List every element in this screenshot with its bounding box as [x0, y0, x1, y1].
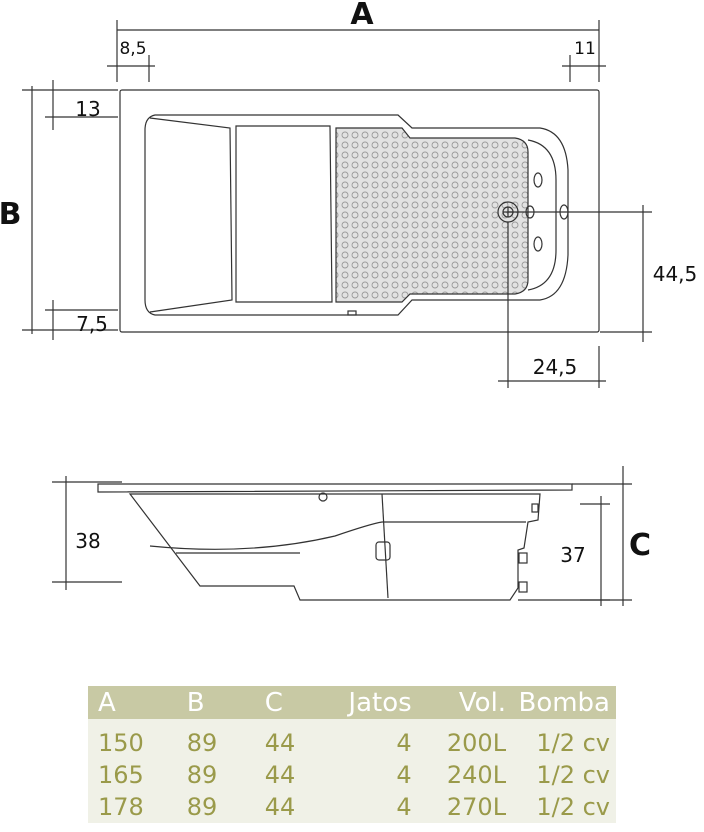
dim-side-left-label: 38 — [75, 529, 100, 553]
header-bomba: Bomba — [506, 686, 616, 719]
side-fitting-rim — [531, 503, 539, 513]
jet-bottom-right — [533, 236, 543, 252]
side-pump — [375, 541, 391, 561]
dim-right-height-label: 44,5 — [653, 262, 698, 286]
cell-a: 165 — [88, 759, 187, 791]
header-a: A — [88, 686, 187, 719]
specs-spacer — [88, 719, 616, 727]
dim-b-label: B — [0, 197, 21, 232]
cell-bomba: 1/2 cv — [506, 727, 616, 759]
cell-c: 44 — [264, 727, 326, 759]
cell-c: 44 — [264, 759, 326, 791]
specs-table: A B C Jatos Vol. Bomba 150 89 44 4 200L … — [88, 686, 616, 823]
dim-left-bottom-label: 7,5 — [76, 312, 108, 336]
cell-b: 89 — [186, 791, 265, 823]
tub-backrest-left — [149, 117, 233, 313]
tub-outer-rim — [119, 89, 600, 333]
table-row: 165 89 44 4 240L 1/2 cv — [88, 759, 616, 791]
cell-vol: 240L — [425, 759, 507, 791]
cell-jatos: 4 — [325, 791, 426, 823]
cell-c: 44 — [264, 791, 326, 823]
side-view — [52, 466, 632, 606]
dim-top-right-label: 11 — [574, 39, 596, 59]
dim-a-label: A — [350, 0, 374, 32]
table-row: 150 89 44 4 200L 1/2 cv — [88, 727, 616, 759]
cell-vol: 270L — [425, 791, 507, 823]
tub-anti-slip-floor — [335, 127, 529, 303]
header-c: C — [264, 686, 326, 719]
cell-b: 89 — [186, 727, 265, 759]
side-overflow — [318, 492, 328, 502]
cell-b: 89 — [186, 759, 265, 791]
side-body — [128, 493, 541, 601]
dim-bottom-width-label: 24,5 — [533, 355, 578, 379]
overflow-slot — [347, 310, 357, 316]
bathtub-technical-drawing: A 8,5 11 B 13 7,5 44,5 24,5 38 37 C — [0, 0, 698, 606]
side-inner-curve — [149, 521, 526, 550]
dim-top-left-label: 8,5 — [119, 39, 146, 59]
cell-a: 178 — [88, 791, 187, 823]
tub-backrest-seat — [235, 125, 333, 303]
dim-c-label: C — [629, 528, 651, 563]
tub-footwell — [527, 139, 557, 291]
cell-bomba: 1/2 cv — [506, 759, 616, 791]
dim-left-top-label: 13 — [75, 97, 100, 121]
side-fitting-top — [518, 552, 528, 564]
cell-jatos: 4 — [325, 727, 426, 759]
side-panel-line — [381, 493, 389, 599]
jet-top-right — [533, 172, 543, 188]
tub-basin-outline — [144, 114, 569, 316]
dim-side-right-label: 37 — [560, 543, 585, 567]
table-row: 178 89 44 4 270L 1/2 cv — [88, 791, 616, 823]
header-jatos: Jatos — [325, 686, 426, 719]
cell-a: 150 — [88, 727, 187, 759]
cell-vol: 200L — [425, 727, 507, 759]
side-rim — [97, 483, 573, 493]
header-vol: Vol. — [425, 686, 507, 719]
cell-bomba: 1/2 cv — [506, 791, 616, 823]
top-view — [22, 20, 652, 388]
header-b: B — [186, 686, 265, 719]
side-fitting-bottom — [518, 581, 528, 593]
cell-jatos: 4 — [325, 759, 426, 791]
specs-header-row: A B C Jatos Vol. Bomba — [88, 686, 616, 719]
